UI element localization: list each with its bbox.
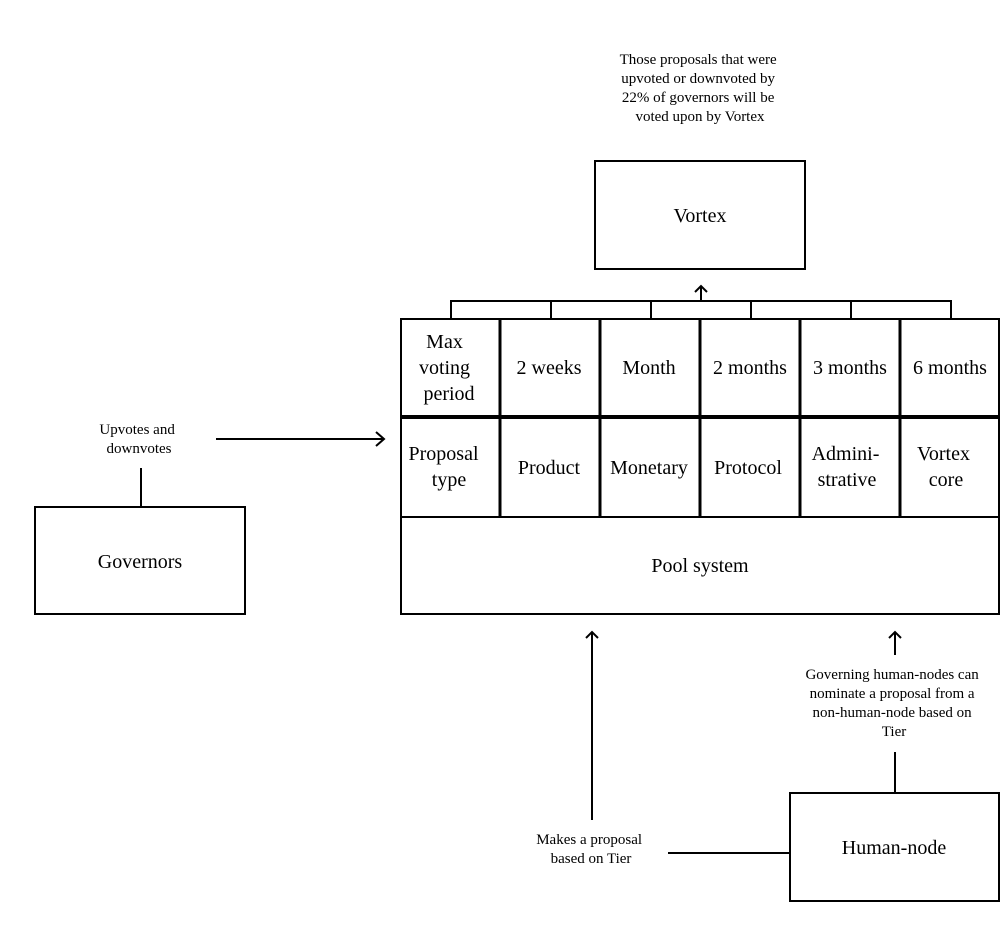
- cell-line: strative: [818, 469, 877, 491]
- nominate-note-line: non-human-node based on: [813, 705, 973, 721]
- cell-line: period: [423, 383, 474, 405]
- nominate-note-line: Governing human-nodes can: [805, 667, 979, 683]
- arrow-head-up-icon: [694, 284, 708, 293]
- nominate-note-line: Tier: [882, 724, 906, 740]
- nominate-note-line: nominate a proposal from a: [810, 686, 975, 702]
- governors-note: Upvotes and downvotes: [99, 422, 178, 457]
- cell-line: Max: [426, 331, 463, 353]
- proposal-note: Makes a proposal based on Tier: [536, 832, 646, 867]
- vortex-box: [594, 160, 806, 270]
- proposal-type-row: Proposal type Product Monetary Protocol …: [400, 417, 1000, 518]
- cell-line: Admini-: [812, 443, 880, 465]
- voting-period-dividers: [498, 319, 902, 416]
- vortex-label: Vortex: [674, 205, 727, 227]
- arrow-head-up-icon: [888, 630, 902, 639]
- cell-line: voting: [419, 357, 470, 379]
- voting-period-cell: Month: [622, 357, 675, 379]
- bracket-ticks: [550, 301, 852, 319]
- vortex-note-line: upvoted or downvoted by: [621, 71, 775, 87]
- governors-note-line: Upvotes and: [99, 422, 175, 438]
- bracket-connector: [450, 300, 952, 319]
- voting-period-cell: 2 weeks: [517, 357, 582, 379]
- cell-line: core: [929, 469, 964, 491]
- proposal-type-cell: Product: [518, 457, 581, 479]
- cell-line: type: [432, 469, 467, 491]
- proposal-type-cell: Monetary: [610, 457, 688, 479]
- voting-period-row: Max voting period 2 weeks Month 2 months…: [400, 318, 1000, 417]
- proposal-type-cell: Protocol: [714, 457, 782, 479]
- proposal-type-dividers: [498, 418, 902, 517]
- proposal-type-cell: Admini- strative: [812, 443, 885, 491]
- pool-system-box: [400, 516, 1000, 615]
- voting-period-cell: 6 months: [913, 357, 987, 379]
- voting-period-header: Max voting period: [419, 331, 475, 405]
- governors-label: Governors: [98, 551, 183, 573]
- human-node-label: Human-node: [842, 837, 947, 859]
- proposal-type-header: Proposal type: [409, 443, 484, 491]
- voting-period-cell: 3 months: [813, 357, 887, 379]
- proposal-note-line: Makes a proposal: [536, 832, 642, 848]
- human-node-box: [789, 792, 1000, 902]
- vortex-note-line: 22% of governors will be: [622, 90, 775, 106]
- governors-note-line: downvotes: [107, 441, 172, 457]
- arrow-head-up-icon: [585, 630, 599, 639]
- governors-box: [34, 506, 246, 615]
- vortex-note: Those proposals that were upvoted or dow…: [620, 52, 781, 125]
- vortex-note-line: Those proposals that were: [620, 52, 777, 68]
- proposal-type-cell: Vortex core: [917, 443, 975, 491]
- nominate-note: Governing human-nodes can nominate a pro…: [805, 667, 982, 740]
- cell-line: Proposal: [409, 443, 479, 465]
- proposal-note-line: based on Tier: [551, 851, 632, 867]
- voting-period-cell: 2 months: [713, 357, 787, 379]
- vortex-note-line: voted upon by Vortex: [635, 109, 765, 125]
- arrow-head-right-icon: [375, 431, 386, 447]
- pool-system-label: Pool system: [651, 555, 749, 577]
- cell-line: Vortex: [917, 443, 970, 465]
